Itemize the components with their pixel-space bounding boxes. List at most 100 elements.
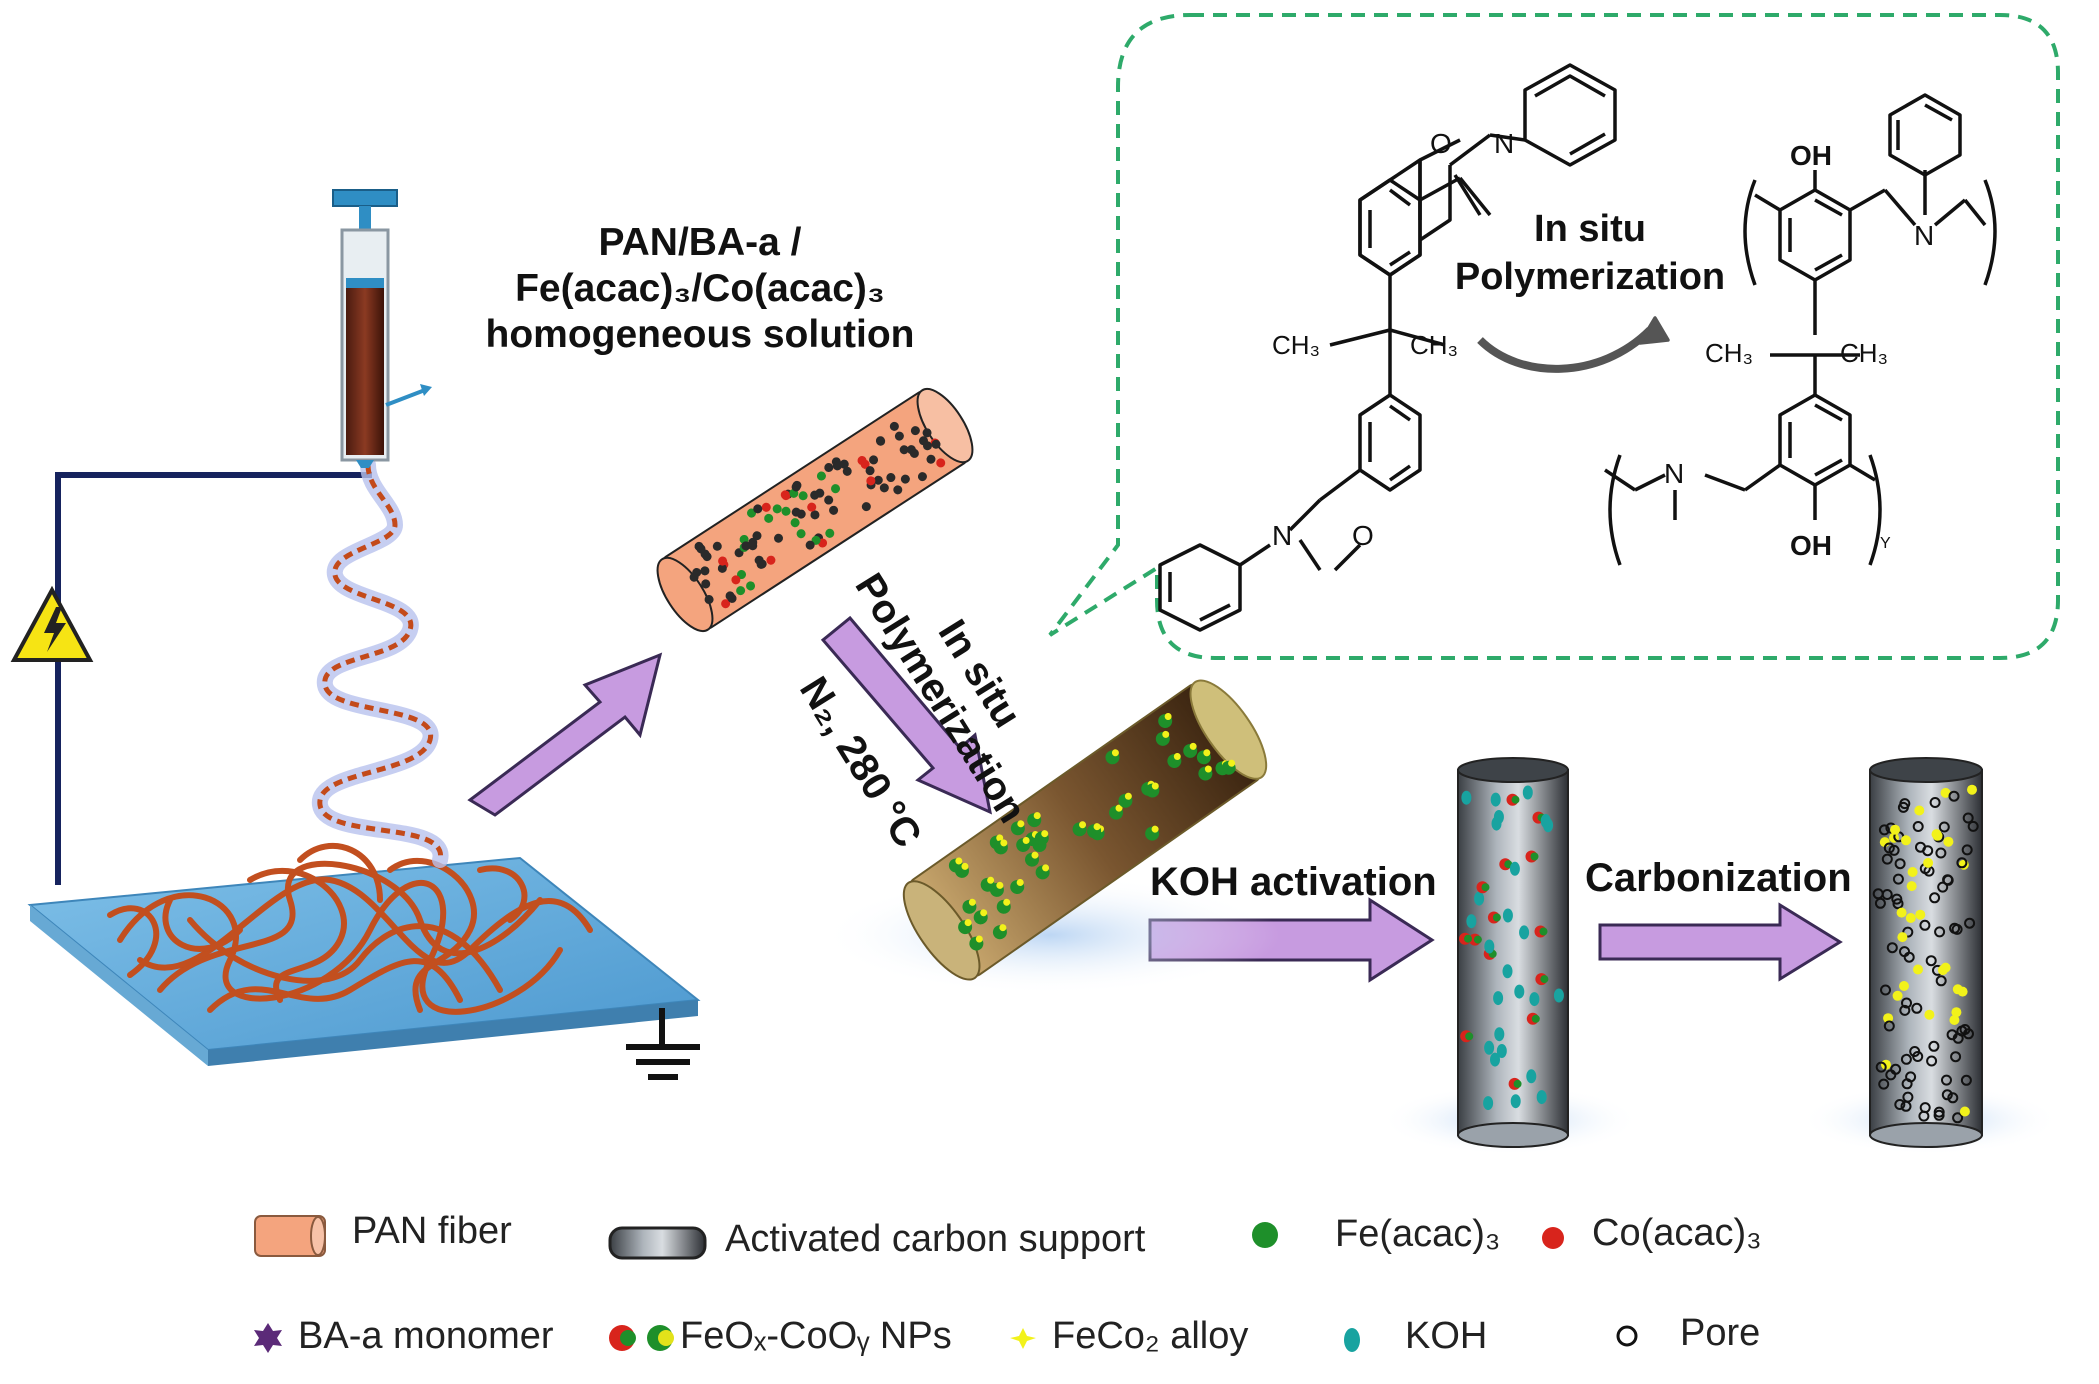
particle-dot — [756, 559, 766, 569]
arrow-polymerization — [820, 615, 993, 815]
chemistry-inset — [1048, 13, 2060, 660]
pore-dot — [1956, 857, 1968, 869]
np-core-dot — [1189, 742, 1197, 750]
particle-dot — [791, 507, 801, 517]
particle-dot — [810, 510, 820, 520]
polymer-oh-top: OH — [1790, 140, 1832, 171]
pore-dot — [1880, 984, 1891, 996]
particle-dot — [936, 458, 946, 468]
koh-legend-icon — [1344, 1328, 1360, 1352]
pore-dot — [1922, 845, 1934, 857]
solution-label-line-3: homogeneous solution — [485, 313, 915, 356]
particle-dot — [893, 485, 903, 495]
np-core-dot — [980, 909, 988, 917]
alloy-dot — [1906, 881, 1917, 892]
particle-dot — [772, 504, 782, 514]
solution-label-line-2: Fe(acac)₃/Co(acac)₃ — [515, 267, 885, 310]
particle-dot — [701, 579, 711, 589]
arrow-to-pan-fiber — [467, 652, 663, 817]
alloy-dot — [1899, 981, 1909, 991]
pore-dot — [1881, 853, 1893, 865]
flow-arrows — [467, 615, 1843, 983]
koh-dot — [1502, 908, 1513, 923]
pore-dot — [1950, 1051, 1962, 1063]
particle-dot — [824, 495, 834, 505]
polymer-ch3-right: CH₃ — [1840, 338, 1889, 368]
polymer-n-bottom: N — [1664, 458, 1685, 489]
particle-dot — [748, 537, 758, 547]
koh-dot — [1484, 1040, 1495, 1055]
pore-dot — [1888, 844, 1900, 856]
legend-koh: KOH — [1405, 1315, 1488, 1357]
alloy-dot — [1958, 859, 1969, 870]
particle-dot — [894, 431, 904, 441]
np-core-dot — [999, 924, 1007, 932]
pore-dot — [1881, 889, 1893, 900]
electrospinning-setup — [10, 189, 701, 1080]
alloy-dot — [1915, 909, 1926, 920]
pore-dot — [1962, 812, 1974, 824]
np-core-dot — [1228, 759, 1236, 767]
koh-activated-cylinder — [1380, 757, 1640, 1155]
alloy-legend-icon — [1010, 1328, 1036, 1349]
np-core-dot — [1481, 883, 1490, 892]
pore-dot — [1892, 873, 1904, 885]
np-core-dot — [1492, 913, 1501, 922]
pore-dot — [1890, 1063, 1902, 1075]
legend-alloy: FeCo₂ alloy — [1052, 1315, 1249, 1357]
particle-dot — [736, 570, 746, 580]
alloy-dot — [1943, 836, 1954, 847]
alloy-dot — [1923, 857, 1934, 868]
alloy-dot — [1967, 784, 1977, 795]
pore-dot — [1933, 1106, 1945, 1118]
koh-dot — [1484, 939, 1495, 954]
koh-dot — [1509, 861, 1520, 876]
pore-dot — [1941, 1089, 1953, 1101]
particle-dot — [909, 448, 919, 458]
np-core-dot — [1151, 825, 1159, 833]
np-core-dot — [987, 876, 995, 884]
collector-plate — [27, 856, 701, 1066]
np-core-dot — [1042, 864, 1050, 872]
particle-dot — [824, 463, 834, 473]
pore-dot — [1929, 892, 1941, 904]
particle-dot — [761, 502, 771, 512]
particle-dot — [791, 482, 801, 492]
koh-dot — [1466, 914, 1477, 929]
pore-dot — [1934, 926, 1946, 938]
particle-dot — [752, 531, 762, 541]
legend-activated-carbon: Activated carbon support — [725, 1218, 1146, 1260]
pore-dot — [1894, 858, 1906, 870]
particle-dot — [831, 484, 841, 494]
koh-dot — [1510, 1094, 1521, 1109]
particle-dot — [832, 461, 842, 471]
pore-dot — [1951, 923, 1963, 935]
np-core-dot — [1539, 927, 1548, 936]
np-core-dot — [1540, 975, 1549, 984]
pore-dot — [1899, 1004, 1911, 1016]
particle-dot — [790, 518, 800, 528]
particle-dot — [721, 599, 731, 609]
np-core-dot — [1079, 821, 1087, 829]
carbonization-label: Carbonization — [1585, 856, 1852, 900]
particle-dot — [753, 504, 763, 514]
alloy-dot — [1959, 1106, 1970, 1117]
particle-dot — [766, 555, 776, 565]
carbonized-cylinder — [1800, 757, 2060, 1155]
inset-arrow-label: In situ Polymerization — [1440, 205, 1740, 301]
particle-dot — [736, 586, 746, 596]
monomer-n-top: N — [1494, 128, 1515, 159]
pore-dot — [1942, 874, 1954, 886]
pore-legend-icon — [1616, 1325, 1638, 1347]
particle-dot — [746, 581, 756, 591]
particle-dot — [865, 466, 875, 476]
koh-dot — [1490, 792, 1501, 807]
arrow-carbonization — [1598, 902, 1843, 982]
koh-dot — [1461, 790, 1472, 805]
particle-dot — [731, 575, 741, 585]
np-core-dot — [1173, 752, 1181, 760]
legend-nps: FeOₓ-CoOᵧ NPs — [680, 1315, 952, 1357]
particle-dot — [825, 528, 835, 538]
alloy-dot — [1901, 835, 1911, 846]
particle-dot — [876, 436, 886, 446]
